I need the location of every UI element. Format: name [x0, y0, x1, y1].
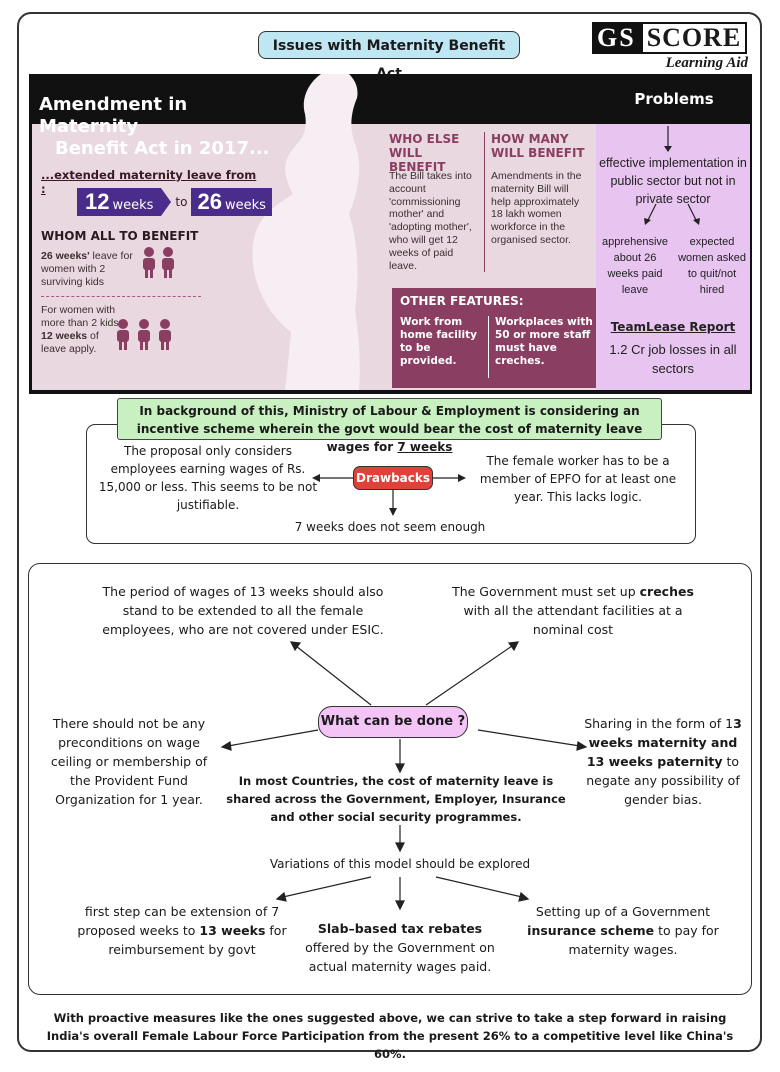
- problems-heading: Problems: [634, 90, 714, 108]
- gs-score-logo: GS SCORE Learning Aid: [592, 22, 752, 74]
- variations-text: Variations of this model should be explo…: [269, 857, 531, 871]
- who-else-heading: WHO ELSE WILL BENEFIT: [389, 132, 460, 174]
- suggestion-center: In most Countries, the cost of maternity…: [226, 774, 566, 824]
- how-many-heading: HOW MANY WILL BENEFIT: [491, 132, 585, 160]
- page-frame: [17, 12, 762, 1052]
- other-features-panel: OTHER FEATURES: Work from home facility …: [392, 288, 597, 388]
- amendment-banner: Amendment in Maternity Benefit Act in 20…: [29, 74, 752, 394]
- suggestion-right: Sharing in the form of 13 weeks maternit…: [584, 716, 742, 807]
- banner-title: Amendment in Maternity Benefit Act in 20…: [39, 94, 270, 159]
- how-many-text: Amendments in the maternity Bill will he…: [491, 170, 582, 246]
- weeks-change-graphic: 12 weeks to 26 weeks: [77, 188, 272, 216]
- weeks-from-badge: 12 weeks: [77, 188, 162, 216]
- problem-left: apprehensive about 26 weeks paid leave: [601, 236, 669, 296]
- logo-score: SCORE: [640, 22, 748, 54]
- teamlease-text: 1.2 Cr job losses in all sectors: [609, 342, 737, 376]
- suggestion-bottom-left: first step can be extension of 7 propose…: [77, 904, 287, 957]
- suggestion-bottom-center: Slab–based tax rebates offered by the Go…: [305, 921, 495, 974]
- problem-main: effective implementation in public secto…: [599, 156, 747, 206]
- arrow-shape: [161, 188, 172, 216]
- suggestion-bottom-right: Setting up of a Government insurance sch…: [527, 904, 719, 957]
- suggestion-top-left: The period of wages of 13 weeks should a…: [102, 584, 384, 637]
- logo-subtitle: Learning Aid: [665, 55, 748, 71]
- footer-conclusion: With proactive measures like the ones su…: [46, 1011, 734, 1061]
- weeks-to-badge: 26 weeks: [191, 188, 272, 216]
- divider: [488, 316, 489, 378]
- suggestion-left: There should not be any preconditions on…: [50, 716, 208, 807]
- whom-heading: WHOM ALL TO BENEFIT: [41, 229, 199, 243]
- pregnant-woman-silhouette: [252, 74, 360, 390]
- what-can-be-done-arrows: [220, 641, 588, 911]
- what-can-be-done-box: [28, 563, 752, 995]
- drawbacks-label: Drawbacks: [353, 466, 433, 490]
- divider: [41, 296, 201, 297]
- drawback-bottom: 7 weeks does not seem enough: [294, 520, 486, 534]
- problems-arrows: [644, 126, 700, 225]
- problems-panel: effective implementation in public secto…: [596, 124, 750, 390]
- logo-gs: GS: [592, 22, 641, 54]
- drawback-right: The female worker has to be a member of …: [479, 454, 677, 504]
- benefit-26-weeks: 26 weeks' leave for women with 2 survivi…: [41, 250, 133, 288]
- teamlease-title: TeamLease Report: [610, 320, 736, 334]
- background-note: In background of this, Ministry of Labou…: [117, 398, 662, 454]
- suggestion-top-right: The Government must set up creches with …: [452, 584, 694, 637]
- three-kids-icon: [117, 319, 171, 350]
- problem-right: expected women asked to quit/not hired: [678, 236, 746, 296]
- two-kids-icon: [143, 247, 174, 278]
- who-else-text: The Bill takes into account 'commissioni…: [389, 170, 472, 272]
- page-title: Issues with Maternity Benefit Act: [258, 31, 520, 82]
- feature-work-from-home: Work from home facility to be provided.: [400, 316, 477, 367]
- benefit-12-weeks: For women with more than 2 kids, 12 week…: [41, 304, 122, 355]
- drawbacks-arrows: [312, 474, 466, 516]
- extended-leave-label: ...extended maternity leave from :: [41, 168, 257, 196]
- feature-creches: Workplaces with 50 or more staff must ha…: [495, 316, 593, 367]
- divider: [484, 132, 485, 272]
- drawback-left: The proposal only considers employees ea…: [98, 444, 318, 512]
- what-can-be-done-label: What can be done ?: [318, 706, 468, 738]
